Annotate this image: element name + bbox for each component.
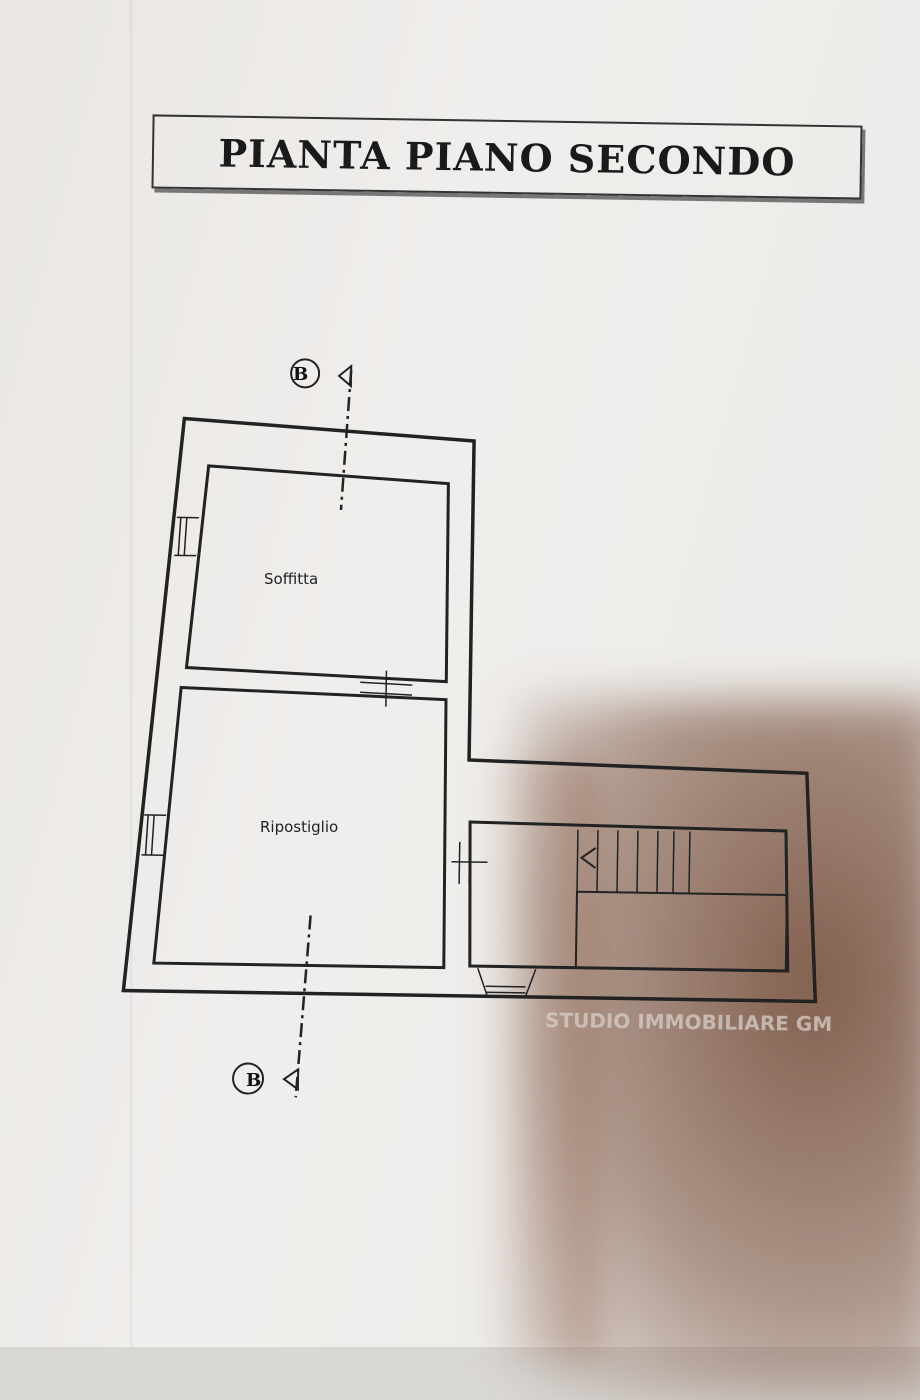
door-opening-internal (360, 670, 413, 707)
outer-wall (123, 418, 824, 1002)
door-opening-stair (451, 842, 488, 885)
floor-plan (0, 0, 920, 1347)
watermark: STUDIO IMMOBILIARE GM (545, 1008, 833, 1036)
stair-room-inner-wall (468, 822, 790, 971)
window-left-lower (142, 815, 167, 855)
stair-arrow (581, 848, 595, 868)
section-line-upper (341, 370, 351, 510)
window-left-upper (174, 517, 199, 555)
window-bottom (477, 968, 535, 997)
stair-landing (576, 892, 787, 971)
section-marker-upper: B (293, 364, 308, 385)
room-label-soffitta: Soffitta (264, 570, 318, 588)
room-label-ripostiglio: Ripostiglio (260, 818, 338, 836)
section-marker-lower: B (246, 1070, 261, 1091)
stair-treads (577, 830, 690, 894)
